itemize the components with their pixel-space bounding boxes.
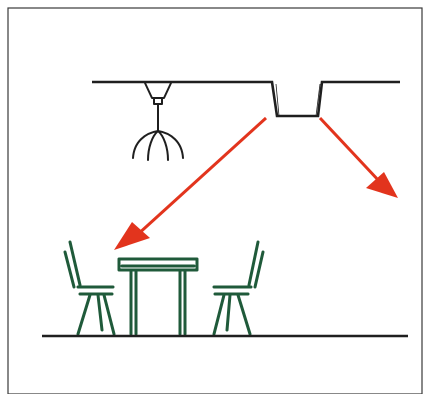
ceiling-line-icon [92, 80, 400, 118]
light-ray-arrow-icon [318, 116, 382, 184]
frame-border [7, 7, 423, 394]
table-icon [117, 257, 199, 336]
pendant-light-icon [132, 82, 184, 161]
light-ray-arrows [114, 116, 398, 250]
chair-icon [63, 240, 116, 336]
light-ray-arrow-icon [366, 172, 398, 198]
light-ray-arrow-icon [134, 116, 268, 238]
light-ray-arrow-icon [114, 222, 150, 250]
ceiling-recess-icon [275, 83, 321, 117]
chair-icon [212, 240, 265, 336]
